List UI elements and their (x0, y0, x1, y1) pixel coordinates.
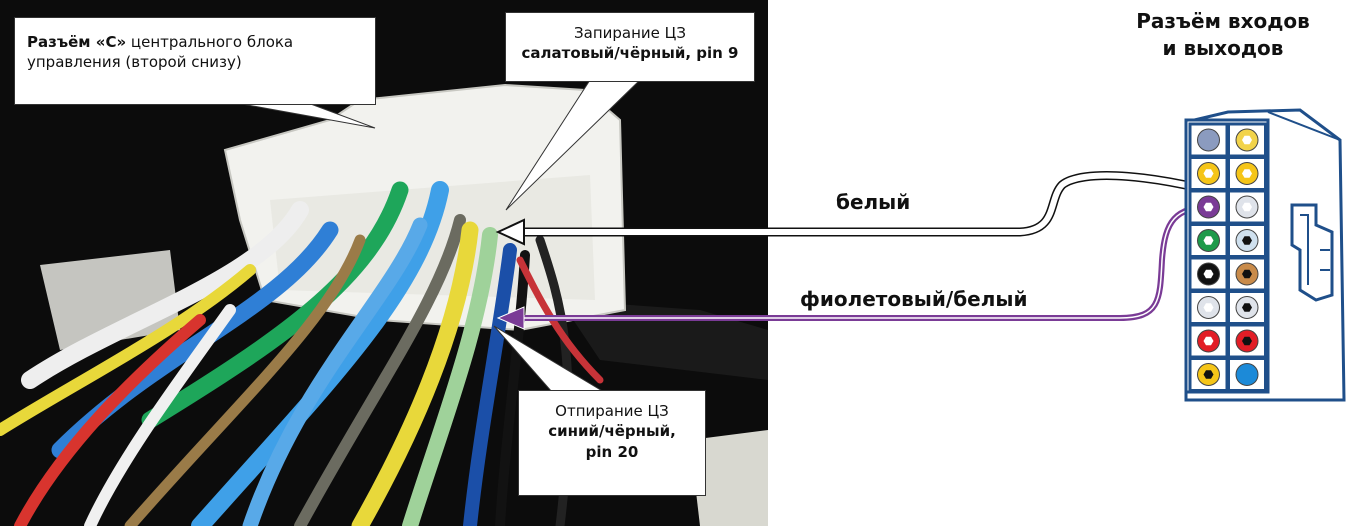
lock-title: Запирание ЦЗ (514, 23, 746, 43)
pin-wire (1236, 364, 1258, 386)
connector-c-name: Разъём «С» (27, 33, 126, 51)
connector-title: Разъём входов и выходов (1110, 8, 1336, 62)
pin-wire (1198, 129, 1220, 151)
white-wire-label: белый (836, 190, 910, 214)
connector-title-line2: и выходов (1110, 35, 1336, 62)
connector-c-callout: Разъём «С» центрального блока управления… (14, 17, 376, 105)
unlock-wire-color: синий/чёрный, (527, 421, 697, 441)
connector-title-line1: Разъём входов (1110, 8, 1336, 35)
io-connector (1186, 110, 1344, 400)
lock-callout: Запирание ЦЗ салатовый/чёрный, pin 9 (505, 12, 755, 82)
pin-grid (1190, 124, 1266, 391)
unlock-pin: pin 20 (527, 442, 697, 462)
lock-wire-info: салатовый/чёрный, pin 9 (514, 43, 746, 63)
unlock-callout: Отпирание ЦЗ синий/чёрный, pin 20 (518, 390, 706, 496)
unlock-title: Отпирание ЦЗ (527, 401, 697, 421)
violet-wire-label: фиолетовый/белый (800, 287, 1027, 311)
